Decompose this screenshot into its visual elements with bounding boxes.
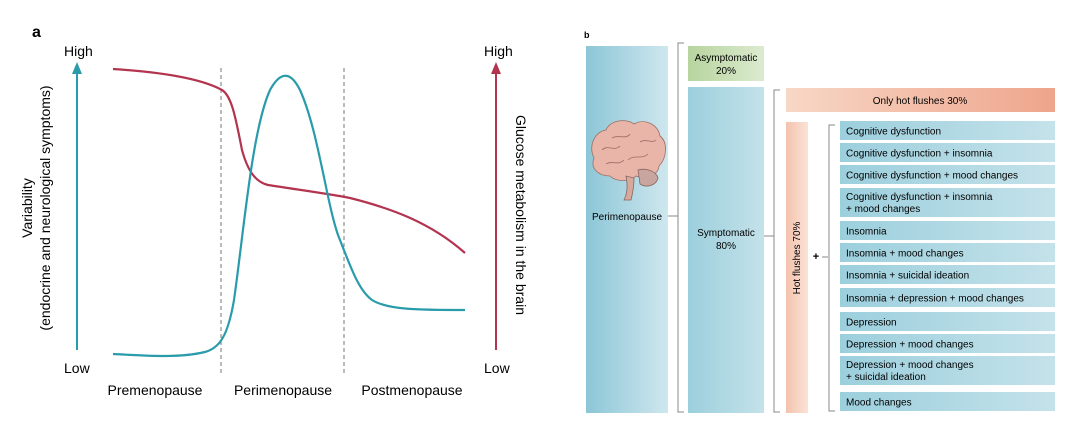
variability-curve bbox=[112, 74, 466, 358]
symptom-label: Cognitive dysfunction + mood changes bbox=[846, 171, 1018, 182]
only-hot-flushes-box bbox=[786, 88, 1055, 112]
right-axis-title: Glucose metabolism in the brain bbox=[513, 115, 529, 315]
brain-icon bbox=[591, 120, 666, 201]
symptom-label: Insomnia + depression + mood changes bbox=[846, 294, 1024, 305]
symptom-label-line2: + mood changes bbox=[846, 204, 920, 215]
stage-label-perimenopause: Perimenopause bbox=[234, 382, 332, 398]
symptom-row bbox=[840, 288, 1055, 307]
stage-label-premenopause: Premenopause bbox=[108, 382, 203, 398]
symptom-label: Cognitive dysfunction + insomnia bbox=[846, 149, 993, 160]
panel-b-label: b bbox=[584, 30, 590, 40]
panel-a-label: a bbox=[32, 24, 41, 41]
symptomatic-column bbox=[688, 87, 764, 413]
left-axis-high-label: High bbox=[64, 43, 93, 59]
symptom-row bbox=[840, 312, 1055, 331]
left-axis-low-label: Low bbox=[64, 360, 91, 376]
panel-b: b Perimenopause Asymptomatic 20% Symptom… bbox=[584, 30, 1055, 413]
symptom-label: Mood changes bbox=[846, 398, 912, 409]
symptomatic-label: Symptomatic bbox=[697, 228, 755, 239]
perimenopause-column bbox=[586, 46, 668, 413]
plus-sign: + bbox=[813, 251, 819, 263]
left-axis-title-line2: (endocrine and neurological symptoms) bbox=[37, 85, 53, 330]
symptom-label: Cognitive dysfunction + insomnia bbox=[846, 192, 993, 203]
symptom-label: Insomnia + suicidal ideation bbox=[846, 271, 969, 282]
bracket-symptomatic bbox=[773, 89, 780, 413]
symptomatic-percent: 80% bbox=[716, 241, 736, 252]
symptom-row bbox=[840, 188, 1055, 217]
glucose-curve bbox=[112, 67, 466, 254]
symptom-row bbox=[840, 143, 1055, 162]
right-axis-low-label: Low bbox=[484, 360, 511, 376]
asymptomatic-label: Asymptomatic bbox=[695, 53, 758, 64]
panel-a: a High Low Variability (endocrine and ne… bbox=[19, 24, 529, 398]
asymptomatic-box bbox=[688, 46, 764, 81]
symptom-row bbox=[840, 165, 1055, 184]
hot-flushes-label: Hot flushes 70% bbox=[792, 221, 803, 294]
symptom-row bbox=[840, 334, 1055, 353]
symptom-label-line2: + suicidal ideation bbox=[846, 372, 926, 383]
symptom-row bbox=[840, 356, 1055, 385]
symptom-row bbox=[840, 121, 1055, 140]
hot-flushes-column bbox=[786, 122, 808, 413]
only-hot-flushes-label: Only hot flushes 30% bbox=[873, 96, 968, 107]
bracket-root bbox=[677, 42, 684, 413]
symptom-label: Insomnia + mood changes bbox=[846, 249, 964, 260]
left-axis-title-line1: Variability bbox=[19, 178, 35, 238]
perimenopause-label: Perimenopause bbox=[592, 212, 662, 223]
symptom-row bbox=[840, 392, 1055, 411]
left-axis-arrowhead-icon bbox=[72, 62, 82, 74]
symptom-label: Cognitive dysfunction bbox=[846, 127, 941, 138]
symptom-label: Depression + mood changes bbox=[846, 340, 974, 351]
right-axis-arrowhead-icon bbox=[491, 62, 501, 74]
symptom-row bbox=[840, 243, 1055, 262]
right-axis-high-label: High bbox=[484, 43, 513, 59]
symptom-row bbox=[840, 265, 1055, 284]
symptom-label: Depression + mood changes bbox=[846, 360, 974, 371]
bracket-symptoms bbox=[828, 124, 835, 412]
stage-label-postmenopause: Postmenopause bbox=[361, 382, 462, 398]
symptom-label: Depression bbox=[846, 318, 897, 329]
asymptomatic-percent: 20% bbox=[716, 66, 736, 77]
symptom-row bbox=[840, 221, 1055, 240]
symptom-label: Insomnia bbox=[846, 227, 887, 238]
